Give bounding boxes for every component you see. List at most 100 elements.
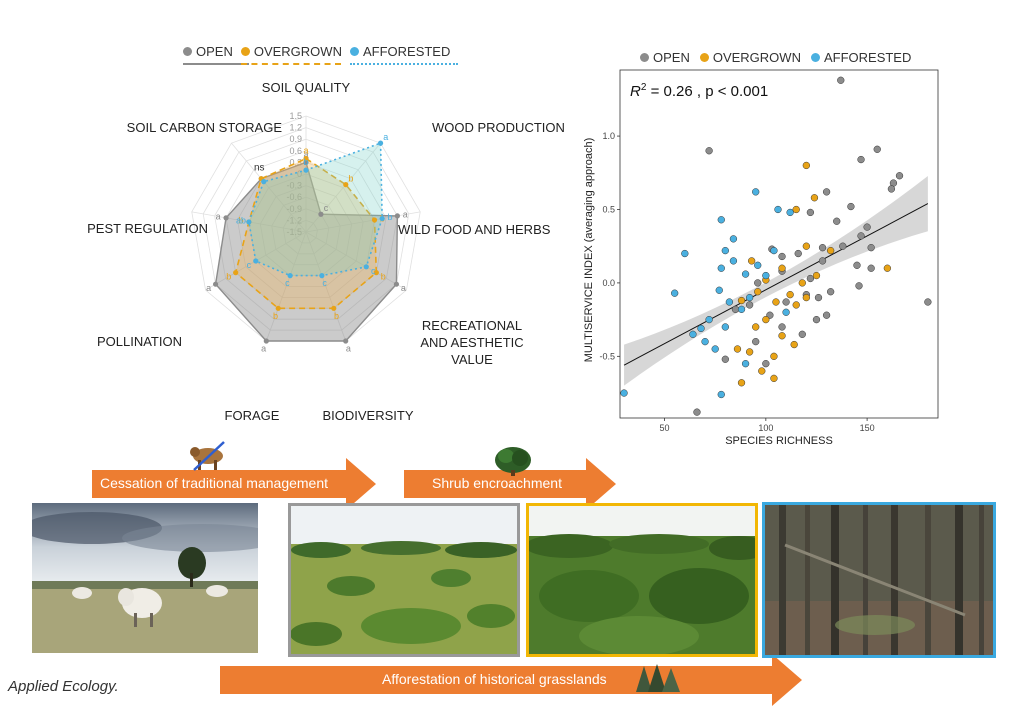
scatter-x-tick-label: 150 — [860, 423, 875, 433]
scatter-point-overgrown — [778, 332, 786, 340]
scatter-fit-line — [623, 203, 929, 366]
scatter-point-open — [833, 217, 841, 225]
radar-spoke — [305, 231, 347, 342]
scatter-point-afforested — [620, 389, 628, 397]
corner-text: Applied Ecology. — [8, 678, 119, 695]
radar-tick-label: 1.2 — [289, 123, 302, 133]
scatter-point-overgrown — [770, 352, 778, 360]
radar-axis-label: POLLINATION — [97, 334, 182, 349]
radar-axis-label: VALUE — [451, 352, 493, 367]
scatter-point-open — [806, 274, 815, 283]
scatter-point-open — [822, 188, 831, 196]
scatter-point-open — [895, 172, 904, 180]
legend-label: OPEN — [196, 44, 233, 59]
radar-spoke — [231, 142, 307, 233]
scatter-point-afforested — [729, 235, 738, 243]
radar-significance-letter: c — [322, 278, 327, 288]
radar-significance-letter: c — [285, 278, 290, 288]
scatter-point-afforested — [721, 246, 729, 255]
scatter-point-open — [887, 185, 896, 193]
radar-spoke — [305, 231, 407, 291]
sheep-pasture-image — [32, 503, 258, 653]
radar-point — [394, 213, 400, 219]
radar-grid-ring — [214, 138, 398, 320]
radar-significance-letter: a — [206, 283, 211, 293]
scatter-point-open — [839, 242, 847, 250]
photo-open-grassland — [288, 503, 520, 657]
scatter-point-afforested — [717, 264, 725, 272]
legend-line-icon — [240, 63, 341, 65]
radar-tick-label: 1.5 — [289, 111, 302, 121]
scatter-point-open — [762, 360, 770, 368]
scatter-point-afforested — [701, 337, 709, 346]
scatter-point-open — [806, 208, 815, 217]
arrow-afforestation: Afforestation of historical grasslands — [220, 654, 802, 706]
radar-significance-letter: c — [247, 260, 252, 270]
scatter-point-afforested — [721, 323, 729, 331]
scatter-point-overgrown — [798, 279, 806, 287]
radar-significance-letter: b — [388, 212, 393, 222]
legend-dot-icon — [810, 53, 820, 62]
scatter-point-open — [731, 305, 740, 313]
arrow-shrub: Shrub encroachment — [404, 458, 616, 510]
radar-point — [377, 140, 384, 146]
radar-grid-ring — [294, 219, 318, 244]
legend-label: AFFORESTED — [362, 44, 451, 59]
scatter-point-overgrown — [754, 288, 762, 296]
radar-significance-letter: a — [346, 344, 351, 354]
scatter-legend-afforested: AFFORESTED — [810, 50, 911, 65]
radar-point — [331, 305, 337, 311]
legend-label: OPEN — [653, 50, 690, 65]
scatter-point-overgrown — [772, 298, 780, 306]
scatter-point-overgrown — [826, 246, 835, 255]
scatter-legend: OPEN OVERGROWN AFFORESTED — [640, 50, 911, 65]
radar-significance-letter: a — [303, 149, 308, 159]
scatter-point-afforested — [786, 208, 794, 217]
scatter-point-open — [814, 293, 823, 302]
radar-grid-ring — [271, 196, 341, 266]
radar-point — [343, 338, 349, 344]
radar-series-afforested — [248, 142, 383, 277]
scatter-point-overgrown — [786, 291, 794, 299]
radar-significance-letter: c — [371, 266, 376, 276]
arrow-shrub-label: Shrub encroachment — [432, 475, 562, 491]
scatter-point-overgrown — [762, 315, 770, 324]
scatter-point-overgrown — [758, 367, 766, 375]
scatter-point-afforested — [770, 246, 778, 255]
arrow-shape-icon — [92, 458, 376, 510]
scatter-y-axis-label: MULTISERVICE INDEX (averaging approach) — [583, 138, 595, 363]
radar-axis-label: SOIL CARBON STORAGE — [127, 120, 283, 135]
radar-significance-letter: a — [216, 212, 221, 222]
scatter-point-afforested — [725, 298, 734, 306]
forest-icon — [636, 664, 680, 692]
scatter-point-afforested — [754, 261, 762, 269]
scatter-point-open — [863, 223, 871, 231]
radar-significance-letter: b — [303, 157, 308, 167]
radar-legend-open: OPEN — [183, 44, 249, 65]
legend-line-icon — [183, 63, 249, 65]
radar-point — [303, 155, 309, 162]
radar-tick-label: 0 — [297, 169, 302, 179]
scatter-point-open — [818, 244, 827, 252]
scatter-x-tick-label: 50 — [660, 423, 670, 433]
radar-axis-label: WILD FOOD AND HERBS — [398, 222, 551, 237]
scatter-point-open — [794, 249, 802, 258]
scatter-point-open — [752, 337, 760, 346]
scatter-point-afforested — [717, 216, 725, 224]
scatter-point-open — [924, 298, 932, 306]
scatter-point-overgrown — [778, 264, 786, 272]
radar-point — [261, 179, 267, 185]
scatter-point-overgrown — [745, 348, 754, 356]
radar-point — [318, 211, 324, 217]
radar-point — [393, 281, 400, 287]
radar-point — [343, 182, 349, 188]
arrow-cessation-label: Cessation of traditional management — [100, 475, 329, 491]
scatter-point-afforested — [689, 330, 697, 338]
scatter-point-overgrown — [802, 293, 810, 302]
radar-significance-letter: a — [401, 283, 406, 293]
scatter-point-overgrown — [792, 205, 800, 214]
radar-ns-label: ns — [254, 163, 265, 174]
scatter-point-open — [853, 261, 861, 269]
radar-point — [379, 215, 385, 222]
radar-point — [287, 273, 293, 279]
